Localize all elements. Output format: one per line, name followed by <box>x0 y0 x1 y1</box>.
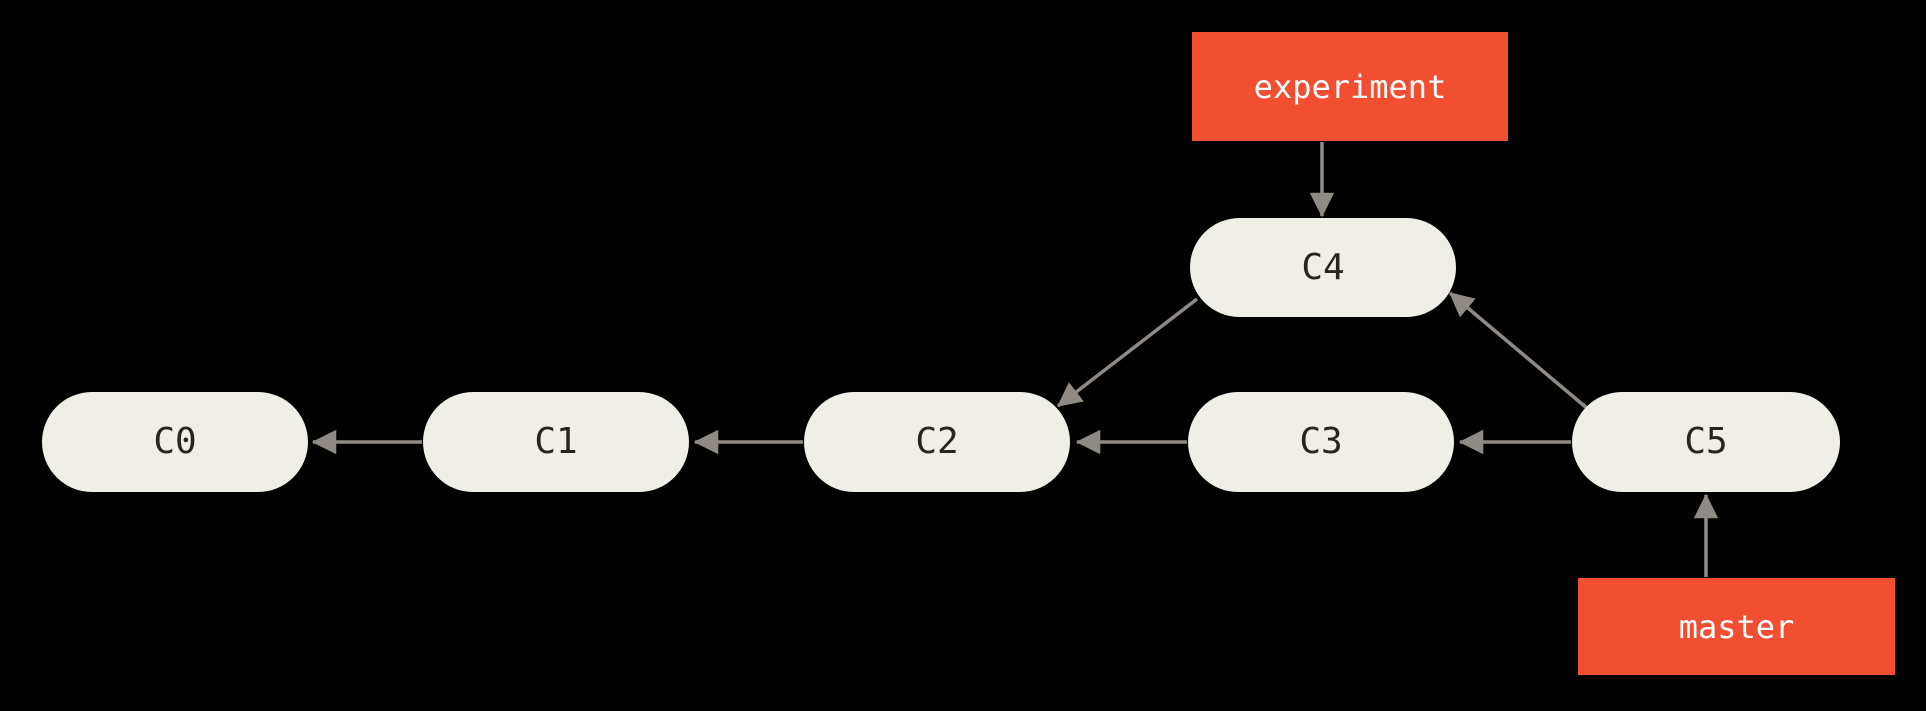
commit-label-c1: C1 <box>534 421 578 462</box>
commit-label-c5: C5 <box>1684 421 1728 462</box>
commit-label-c0: C0 <box>153 421 197 462</box>
branch-tag-master: master <box>1578 578 1895 675</box>
commit-label-c2: C2 <box>915 421 959 462</box>
commit-node-c5: C5 <box>1572 392 1840 492</box>
commit-node-c3: C3 <box>1188 392 1454 492</box>
branch-label-experiment: experiment <box>1253 67 1447 106</box>
commit-node-c4: C4 <box>1190 218 1456 317</box>
branch-label-master: master <box>1678 607 1795 646</box>
commit-label-c4: C4 <box>1301 246 1345 288</box>
edge-c4-to-c2 <box>1056 297 1199 408</box>
branch-tag-experiment: experiment <box>1192 32 1508 141</box>
commit-label-c3: C3 <box>1299 421 1343 462</box>
commit-node-c1: C1 <box>423 392 689 492</box>
commit-node-c0: C0 <box>42 392 308 492</box>
edge-c5-to-c4 <box>1448 291 1590 411</box>
commit-node-c2: C2 <box>804 392 1070 492</box>
